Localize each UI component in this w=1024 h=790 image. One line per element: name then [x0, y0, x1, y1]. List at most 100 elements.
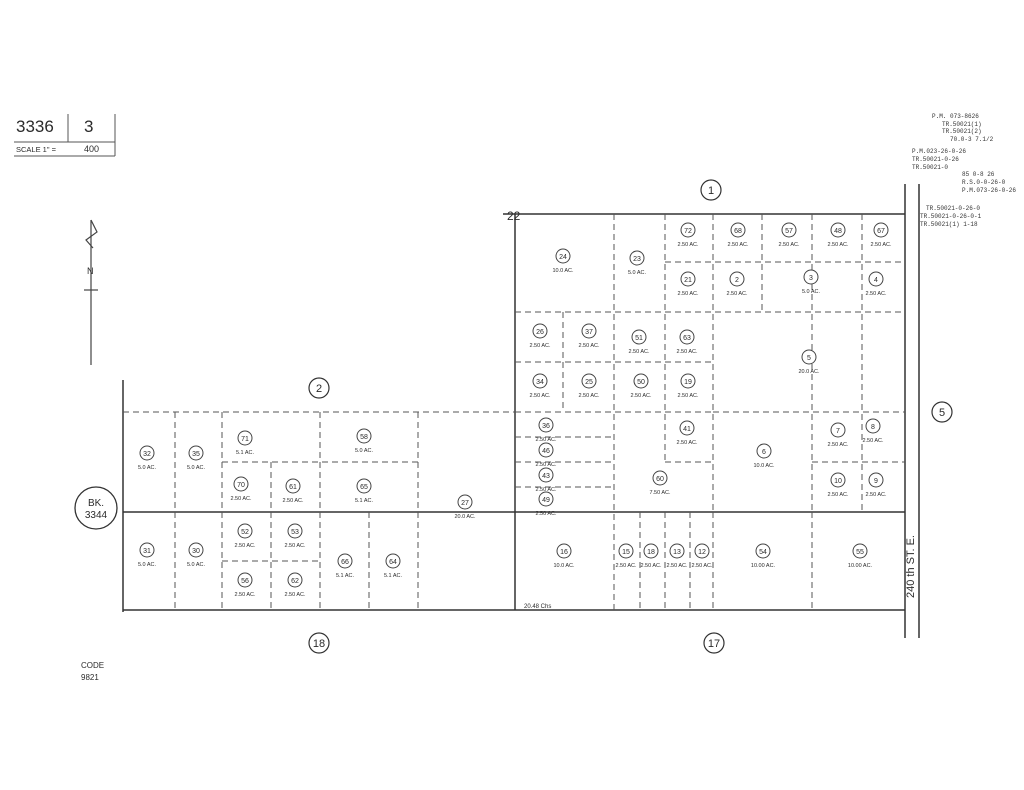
parcel-32[interactable]: 325.0 AC. [138, 445, 157, 471]
parcel-9[interactable]: 92.50 AC. [865, 472, 887, 498]
parcel-4[interactable]: 42.50 AC. [865, 271, 887, 297]
parcel-64[interactable]: 645.1 AC. [384, 553, 403, 579]
parcel-number-circle-icon [694, 543, 710, 559]
parcel-37[interactable]: 372.50 AC. [578, 323, 600, 349]
parcel-number-circle-icon [803, 269, 819, 285]
parcel-number: 7 [836, 428, 840, 435]
parcel-62[interactable]: 622.50 AC. [284, 572, 306, 598]
parcel-7[interactable]: 72.50 AC. [827, 422, 849, 448]
svg-text:TR.50021(2): TR.50021(2) [942, 128, 982, 135]
parcel-acreage: 5.1 AC. [384, 573, 403, 579]
parcel-acreage: 2.50 AC. [727, 242, 749, 248]
parcel-68[interactable]: 682.50 AC. [727, 222, 749, 248]
parcel-acreage: 2.50 AC. [676, 349, 698, 355]
parcel-18[interactable]: 182.50 AC. [640, 543, 662, 569]
parcel-number: 62 [291, 578, 299, 585]
parcel-number-circle-icon [680, 373, 696, 389]
parcel-48[interactable]: 482.50 AC. [827, 222, 849, 248]
parcel-19[interactable]: 192.50 AC. [677, 373, 699, 399]
parcel-number-circle-icon [581, 323, 597, 339]
street-label: 240 th ST. E. [905, 535, 917, 598]
parcel-number-circle-icon [285, 478, 301, 494]
parcel-acreage: 2.50 AC. [827, 242, 849, 248]
parcel-number: 30 [192, 548, 200, 555]
parcel-70[interactable]: 702.50 AC. [230, 476, 252, 502]
parcel-58[interactable]: 585.0 AC. [355, 428, 374, 454]
north-arrow-icon [84, 219, 98, 365]
map-boundaries [122, 184, 920, 638]
parcel-31[interactable]: 315.0 AC. [138, 542, 157, 568]
parcel-5[interactable]: 520.0 AC. [798, 349, 820, 375]
parcel-71[interactable]: 715.1 AC. [236, 430, 255, 456]
parcel-3[interactable]: 35.0 AC. [802, 269, 821, 295]
parcel-41[interactable]: 412.50 AC. [676, 420, 698, 446]
parcel-number-circle-icon [457, 494, 473, 510]
parcel-10[interactable]: 102.50 AC. [827, 472, 849, 498]
parcel-number-circle-icon [538, 442, 554, 458]
svg-text:17: 17 [708, 638, 720, 650]
parcel-acreage: 5.0 AC. [138, 562, 157, 568]
parcel-number: 67 [877, 228, 885, 235]
parcel-12[interactable]: 122.50 AC. [691, 543, 713, 569]
parcel-21[interactable]: 212.50 AC. [677, 271, 699, 297]
parcel-number-circle-icon [356, 428, 372, 444]
parcel-number-circle-icon [385, 553, 401, 569]
parcel-36[interactable]: 362.50 AC. [535, 417, 557, 443]
parcel-number: 58 [360, 434, 368, 441]
parcel-57[interactable]: 572.50 AC. [778, 222, 800, 248]
parcel-72[interactable]: 722.50 AC. [677, 222, 699, 248]
parcel-number-circle-icon [233, 476, 249, 492]
parcel-acreage: 5.1 AC. [336, 573, 355, 579]
parcel-35[interactable]: 355.0 AC. [187, 445, 206, 471]
parcel-23[interactable]: 235.0 AC. [628, 250, 647, 276]
parcel-26[interactable]: 262.50 AC. [529, 323, 551, 349]
parcel-number-circle-icon [680, 271, 696, 287]
lot-lines [123, 214, 905, 610]
parcel-number: 72 [684, 228, 692, 235]
parcel-60[interactable]: 607.50 AC. [649, 470, 671, 496]
parcel-61[interactable]: 612.50 AC. [282, 478, 304, 504]
parcel-30[interactable]: 305.0 AC. [187, 542, 206, 568]
parcel-number: 51 [635, 335, 643, 342]
parcel-number-circle-icon [629, 250, 645, 266]
parcel-6[interactable]: 610.0 AC. [753, 443, 775, 469]
parcel-49[interactable]: 492.50 AC. [535, 491, 557, 517]
parcel-66[interactable]: 665.1 AC. [336, 553, 355, 579]
parcel-number-circle-icon [337, 553, 353, 569]
parcel-50[interactable]: 502.50 AC. [630, 373, 652, 399]
parcel-25[interactable]: 252.50 AC. [578, 373, 600, 399]
parcel-2[interactable]: 22.50 AC. [726, 271, 748, 297]
parcel-52[interactable]: 522.50 AC. [234, 523, 256, 549]
parcel-51[interactable]: 512.50 AC. [628, 329, 650, 355]
parcel-46[interactable]: 462.50 AC. [535, 442, 557, 468]
parcel-number: 37 [585, 329, 593, 336]
parcel-number-circle-icon [581, 373, 597, 389]
parcel-13[interactable]: 132.50 AC. [666, 543, 688, 569]
parcel-43[interactable]: 432.50 AC. [535, 467, 557, 493]
parcel-56[interactable]: 562.50 AC. [234, 572, 256, 598]
parcel-acreage: 2.50 AC. [284, 543, 306, 549]
parcel-53[interactable]: 532.50 AC. [284, 523, 306, 549]
parcel-acreage: 2.50 AC. [535, 487, 557, 493]
parcel-acreage: 10.0 AC. [552, 268, 574, 274]
parcel-number-circle-icon [652, 470, 668, 486]
parcel-63[interactable]: 632.50 AC. [676, 329, 698, 355]
parcel-number-circle-icon [865, 418, 881, 434]
parcel-34[interactable]: 342.50 AC. [529, 373, 551, 399]
parcel-acreage: 10.00 AC. [751, 563, 776, 569]
parcel-number: 56 [241, 578, 249, 585]
parcel-67[interactable]: 67 2.50 AC. [870, 222, 892, 248]
parcel-acreage: 2.50 AC. [870, 242, 892, 248]
parcel-65[interactable]: 655.1 AC. [355, 478, 374, 504]
parcel-15[interactable]: 152.50 AC. [615, 543, 637, 569]
parcel-8[interactable]: 82.50 AC. [862, 418, 884, 444]
parcel-number-circle-icon [868, 271, 884, 287]
parcel-number-circle-icon [237, 523, 253, 539]
parcel-number: 2 [735, 277, 739, 284]
